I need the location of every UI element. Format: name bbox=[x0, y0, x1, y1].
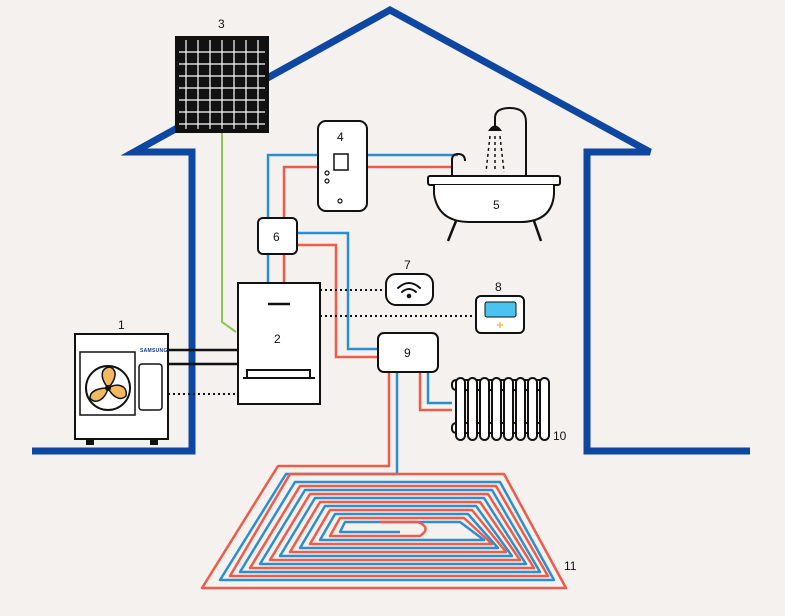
controller bbox=[475, 295, 525, 334]
water-tank bbox=[317, 120, 368, 212]
floor-heating bbox=[200, 372, 568, 590]
label-heat-pump: 1 bbox=[118, 318, 125, 332]
label-wifi: 7 bbox=[404, 258, 411, 272]
indoor-unit bbox=[237, 282, 321, 405]
house-outline bbox=[32, 6, 750, 455]
dpad-icon bbox=[497, 322, 503, 328]
floor-heating-hot-loop bbox=[200, 372, 568, 590]
hot-pipe-valve-distributor bbox=[297, 243, 378, 359]
solar-panel bbox=[175, 36, 269, 133]
solar-cable bbox=[221, 133, 237, 333]
label-indoor-unit: 2 bbox=[274, 332, 281, 346]
cold-pipe-radiator bbox=[426, 372, 452, 405]
label-valve: 6 bbox=[273, 230, 280, 244]
label-bathtub: 5 bbox=[493, 198, 500, 212]
wifi-router bbox=[385, 273, 434, 306]
label-radiator: 10 bbox=[553, 429, 567, 443]
wifi-icon bbox=[397, 282, 421, 299]
hot-pipe-tank bbox=[282, 165, 452, 218]
shower-icon bbox=[488, 125, 502, 131]
heat-pump-unit: SAMSUNG bbox=[74, 333, 169, 445]
distributor-box bbox=[377, 332, 439, 373]
label-floor-heating: 11 bbox=[564, 559, 577, 573]
label-controller: 8 bbox=[495, 280, 502, 294]
hot-pipe-radiator bbox=[418, 372, 452, 412]
floor-heating-cold-loop bbox=[218, 372, 556, 582]
label-water-tank: 4 bbox=[337, 130, 344, 144]
valve-box bbox=[257, 217, 298, 255]
fan-icon bbox=[85, 365, 131, 411]
cold-pipe-valve-distributor bbox=[297, 231, 378, 351]
label-distributor: 9 bbox=[404, 346, 411, 360]
radiator bbox=[451, 377, 550, 441]
label-solar-panel: 3 bbox=[218, 17, 225, 31]
brand-label: SAMSUNG bbox=[140, 348, 168, 354]
bathtub bbox=[427, 106, 561, 242]
cold-pipe-tank bbox=[266, 153, 458, 218]
